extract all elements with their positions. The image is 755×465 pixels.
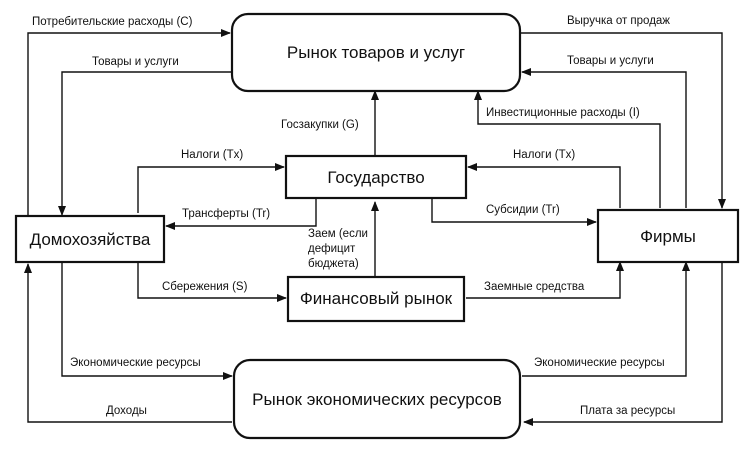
edge-resources-firms (522, 261, 690, 377)
resource-market-box (232, 358, 522, 440)
edge-labels: Потребительские расходы (C) Выручка от п… (32, 15, 675, 417)
firms-box (596, 208, 740, 264)
label-loan-line2: дефицит (308, 243, 356, 255)
label-subsidies: Субсидии (Tr) (486, 204, 560, 216)
financial-market-label: Финансовый рынок (300, 289, 453, 308)
government-box (284, 154, 468, 200)
label-revenue: Выручка от продаж (567, 15, 670, 27)
firms-label: Фирмы (640, 227, 696, 246)
label-resources-firms: Экономические ресурсы (534, 357, 665, 369)
edge-taxes-households (137, 163, 285, 213)
edges (24, 29, 726, 426)
label-incomes: Доходы (106, 405, 147, 417)
edge-savings (137, 262, 287, 302)
label-transfers: Трансферты (Tr) (182, 208, 270, 220)
edge-taxes-firms (467, 163, 621, 208)
edge-resources-households (61, 262, 233, 380)
edge-subsidies (431, 198, 597, 226)
label-savings: Сбережения (S) (162, 281, 248, 293)
resource-market-label: Рынок экономических ресурсов (252, 390, 502, 409)
edge-incomes (24, 263, 232, 423)
edge-resource-payments (523, 262, 723, 426)
label-consumer-spending: Потребительские расходы (C) (32, 16, 193, 28)
households-label: Домохозяйства (30, 230, 151, 249)
financial-market-box (286, 275, 466, 323)
label-borrowed-funds: Заемные средства (484, 281, 585, 293)
edge-consumer-spending (27, 29, 231, 218)
label-taxes-firms: Налоги (Tx) (513, 149, 575, 161)
label-goods-to-households: Товары и услуги (92, 56, 179, 68)
nodes: Рынок товаров и услуг Государство Домохо… (14, 12, 740, 440)
edge-revenue (518, 32, 726, 209)
label-taxes-households: Налоги (Tx) (181, 149, 243, 161)
edge-transfers (165, 198, 317, 230)
edge-goods-from-firms (521, 68, 687, 208)
label-investment: Инвестиционные расходы (I) (486, 107, 640, 119)
goods-market-label: Рынок товаров и услуг (287, 43, 465, 62)
label-resources-households: Экономические ресурсы (70, 357, 201, 369)
edge-investment (474, 90, 661, 208)
edge-goods-to-households (58, 71, 232, 216)
government-label: Государство (327, 168, 424, 187)
label-gov-purchases: Госзакупки (G) (281, 119, 359, 131)
goods-market-box (230, 12, 522, 93)
label-goods-to-firms: Товары и услуги (567, 55, 654, 67)
label-loan-line3: бюджета) (308, 258, 359, 270)
edge-borrowed-funds (466, 261, 624, 299)
label-loan-line1: Заем (если (308, 228, 368, 240)
households-box (14, 214, 166, 264)
label-resource-payments: Плата за ресурсы (580, 405, 675, 417)
